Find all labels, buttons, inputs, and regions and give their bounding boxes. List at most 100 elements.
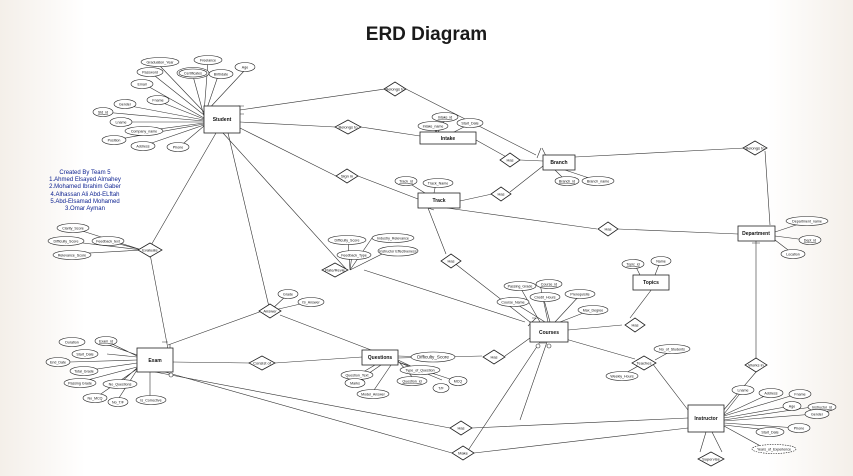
relationship-evaluate[interactable]: Evaluate bbox=[137, 242, 163, 258]
relationship-label: Belongs to bbox=[746, 146, 766, 151]
attr-age: Age bbox=[234, 62, 256, 72]
entity-department[interactable]: Department bbox=[737, 225, 776, 242]
svg-text:No_Questions: No_Questions bbox=[109, 382, 132, 386]
attr-department-name: Department_name bbox=[785, 216, 829, 226]
entity-label: Courses bbox=[539, 330, 559, 336]
attr-track-id: Track_id bbox=[394, 176, 418, 186]
attr-is-answer: IS_Answer bbox=[297, 297, 325, 307]
attr-phone: Phone bbox=[166, 142, 190, 152]
svg-text:Lname: Lname bbox=[738, 388, 749, 392]
relationship-intake-has[interactable]: Has bbox=[499, 152, 521, 168]
relationship-sign-in[interactable]: Sign in bbox=[335, 168, 359, 184]
entity-intake[interactable]: Intake bbox=[419, 131, 477, 145]
entity-instructor[interactable]: Instructor bbox=[687, 404, 725, 433]
relationship-answer[interactable]: Answer bbox=[258, 303, 282, 319]
relationship-label: Answer bbox=[263, 309, 277, 314]
attr-industry-relevance: Industry_Relevance bbox=[371, 233, 415, 243]
entity-label: Student bbox=[213, 117, 232, 123]
svg-text:Graduation_Year: Graduation_Year bbox=[146, 60, 174, 64]
svg-text:Track_id: Track_id bbox=[399, 179, 413, 183]
svg-text:Instructor_id: Instructor_id bbox=[812, 405, 832, 409]
relationship-student-belongs-intake[interactable]: Belongs to bbox=[334, 119, 362, 135]
svg-text:Question_Text: Question_Text bbox=[346, 373, 369, 377]
svg-text:Question_id: Question_id bbox=[402, 379, 421, 383]
relationship-make[interactable]: Make bbox=[451, 445, 475, 461]
attr-freelance: Freelance bbox=[193, 55, 223, 65]
svg-text:T/F: T/F bbox=[438, 386, 444, 390]
attr-intake-name: Intake_name bbox=[417, 121, 449, 131]
svg-text:Age: Age bbox=[789, 404, 795, 408]
entity-courses[interactable]: Courses bbox=[529, 321, 569, 343]
svg-text:Years_of_Experience: Years_of_Experience bbox=[757, 447, 791, 451]
relationship-label: Supervise bbox=[702, 457, 721, 462]
attr-no-questions: No_Questions bbox=[102, 379, 138, 389]
attr-no-of-students: No_of_Students bbox=[653, 344, 691, 354]
attr-location: Location bbox=[780, 249, 806, 259]
svg-text:No_of_Students: No_of_Students bbox=[659, 347, 685, 351]
attr-std-id: Std_id bbox=[92, 107, 114, 117]
attr-branch-name: Branch_name bbox=[581, 176, 615, 186]
relationship-label: Rate/Revie bbox=[325, 268, 346, 273]
attr-passing-grade: Passing_Grade bbox=[503, 281, 537, 291]
svg-text:Course_Name: Course_Name bbox=[501, 300, 524, 304]
svg-text:Age: Age bbox=[242, 65, 248, 69]
relationship-supervise[interactable]: Supervise bbox=[697, 451, 725, 467]
attr-gender: Gender bbox=[113, 99, 137, 109]
attr-tf: T/F bbox=[432, 383, 450, 393]
entity-exam[interactable]: Exam bbox=[136, 347, 174, 373]
svg-text:Marks: Marks bbox=[350, 381, 360, 385]
entity-student[interactable]: Student bbox=[203, 105, 241, 134]
svg-text:Track_Name: Track_Name bbox=[428, 181, 448, 185]
attr-no-tf: No_T/F bbox=[107, 397, 129, 407]
relationship-consist-of[interactable]: Consist of bbox=[248, 355, 276, 371]
svg-text:Gender: Gender bbox=[119, 102, 132, 106]
relationship-track-has-courses[interactable]: Has bbox=[440, 253, 462, 269]
entity-topics[interactable]: Topics bbox=[632, 274, 670, 291]
attr-is-corrective: Is_Corrective bbox=[135, 395, 167, 405]
page-title: ERD Diagram bbox=[365, 24, 488, 45]
attr-exam-passing-grade: Passing Grade bbox=[63, 378, 97, 388]
relationship-teaches[interactable]: Teaches bbox=[631, 355, 657, 371]
attr-position: Position bbox=[101, 135, 127, 145]
credits-line: 4.Alhassan Ali Abd-ELftah bbox=[50, 191, 120, 198]
svg-text:Feedback_Type: Feedback_Type bbox=[341, 253, 367, 257]
entity-track[interactable]: Track bbox=[417, 192, 461, 209]
svg-text:Fname: Fname bbox=[794, 392, 805, 396]
relationship-exam-has[interactable]: Has bbox=[449, 420, 473, 436]
relationship-works-in[interactable]: Works in bbox=[744, 357, 768, 373]
svg-text:Branch_name: Branch_name bbox=[587, 179, 609, 183]
relationship-branch-belongs-department[interactable]: Belongs to bbox=[742, 140, 768, 156]
relationship-courses-has-topics[interactable]: Has bbox=[624, 317, 646, 333]
relationship-label: Works in bbox=[748, 363, 763, 368]
relationship-student-belongs-branch[interactable]: Belongs to bbox=[383, 81, 407, 97]
entity-questions[interactable]: Questions bbox=[361, 349, 399, 366]
relationship-branch-has-track[interactable]: Has bbox=[490, 186, 512, 202]
attr-exam-id: Exam_id bbox=[94, 336, 118, 346]
relationship-label: Evaluate bbox=[142, 248, 158, 253]
relationship-label: Has bbox=[604, 227, 611, 232]
relationship-rate-review[interactable]: Rate/Revie bbox=[321, 262, 349, 278]
relationship-label: Teaches bbox=[637, 361, 652, 366]
attr-years-of-experience: Years_of_Experience bbox=[751, 444, 797, 454]
attr-fname: Fname bbox=[146, 95, 170, 105]
attr-instructor-lname: Lname bbox=[731, 385, 755, 395]
relationships: Belongs to Belongs to Has Has Belongs to… bbox=[137, 81, 768, 467]
entities: Student Intake Branch Track Department E… bbox=[136, 105, 776, 433]
credits-line: 1.Ahmed Elsayed Almahey bbox=[49, 177, 121, 184]
entity-branch[interactable]: Branch bbox=[542, 154, 576, 171]
attr-model-answer: Model_Answer bbox=[356, 389, 390, 399]
svg-text:Feedback_text: Feedback_text bbox=[96, 239, 120, 243]
relationship-track-has-department[interactable]: Has bbox=[597, 221, 619, 237]
attr-instructor-fname: Fname bbox=[788, 389, 812, 399]
attr-topic-id: Topic_id bbox=[621, 259, 645, 269]
attr-course-id: Course_id bbox=[535, 279, 563, 289]
svg-text:Gender: Gender bbox=[811, 412, 824, 416]
relationship-label: Has bbox=[497, 192, 504, 197]
participation-markers bbox=[168, 343, 552, 378]
relationship-questions-has[interactable]: Has bbox=[482, 349, 506, 365]
svg-text:Phone: Phone bbox=[173, 145, 183, 149]
svg-text:Instructor Effectiveness: Instructor Effectiveness bbox=[379, 249, 416, 253]
attr-no-mcq: No_MCQ bbox=[82, 393, 108, 403]
attr-rate-difficulty-score: Difficulty_Score bbox=[327, 235, 367, 245]
